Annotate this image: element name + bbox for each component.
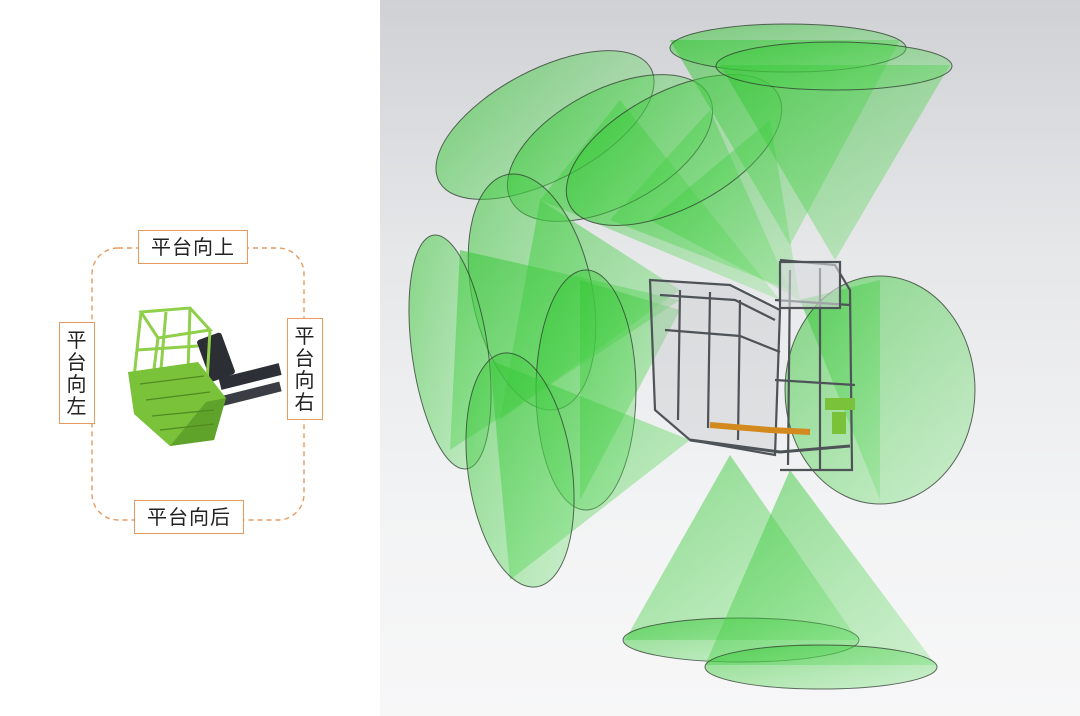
platform-cad-model <box>648 258 856 472</box>
cone-left-4 <box>465 352 690 588</box>
cone-down-2 <box>704 470 938 690</box>
sensor-coverage-graphics <box>408 23 976 690</box>
sensor-coverage-render <box>380 0 1080 716</box>
label-right: 平台向右 <box>287 318 323 420</box>
label-right-text: 平台向右 <box>294 324 316 414</box>
label-left-text: 平台向左 <box>66 328 88 418</box>
label-back: 平台向后 <box>134 500 244 534</box>
label-left: 平台向左 <box>59 322 95 424</box>
direction-diagram-graphics <box>91 247 305 521</box>
label-up: 平台向上 <box>138 230 248 264</box>
direction-diagram: 平台向上 平台向后 平台向左 平台向右 <box>0 0 380 716</box>
platform-green-valve <box>825 398 855 434</box>
platform-photo <box>128 306 282 446</box>
cone-up-right-2 <box>715 41 953 260</box>
